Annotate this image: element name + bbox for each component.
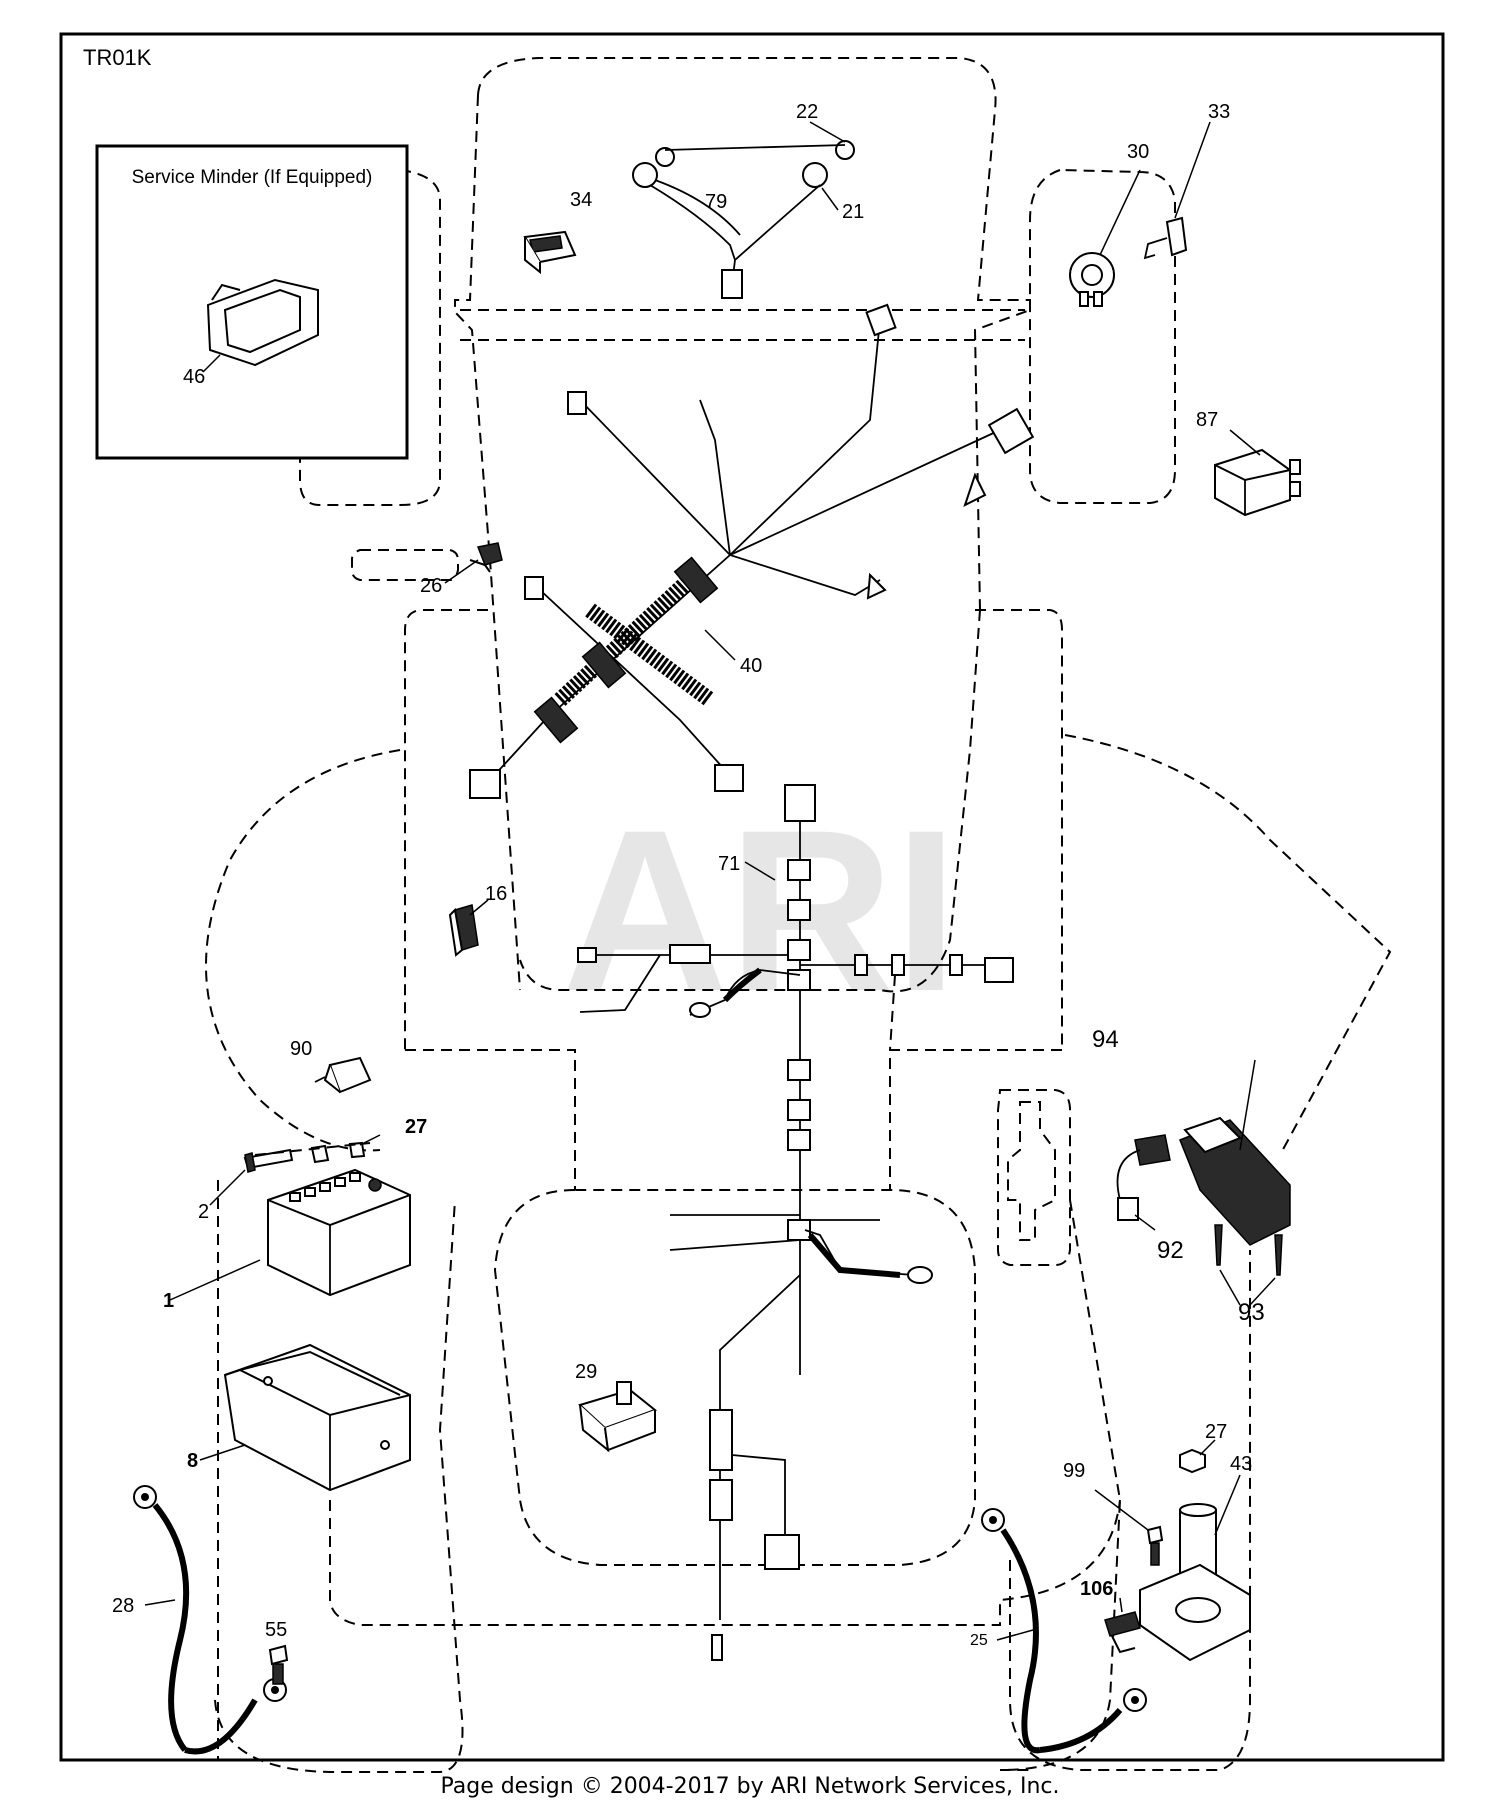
watermark: ARI [562,782,958,1039]
hood-bottom [519,609,981,993]
right-side-panel [1029,168,1176,504]
copyright-footer: Page design © 2004-2017 by ARI Network S… [440,1774,1060,1799]
headlight-bulb-left [655,147,675,167]
mid-left-line [405,1049,576,1190]
callout-71: 71 [718,853,740,875]
callout-94: 94 [1092,1026,1119,1053]
bolt-55: 55 [265,1619,289,1685]
mid-right-drop [889,974,896,1051]
callout-55: 55 [265,1619,287,1641]
service-minder-title: Service Minder (If Equipped) [132,167,373,188]
mid-right-line [889,1049,1062,1190]
battery-tray-8: 8 [187,1343,411,1492]
lower-frame [329,1499,1121,1626]
left-side-panel [299,169,441,506]
callout-43: 43 [1230,1453,1252,1475]
ground-cable-25: 25 [970,1508,1147,1754]
callout-106: 106 [1080,1578,1113,1600]
headlight-connector [721,269,743,299]
callout-90: 90 [290,1038,312,1060]
relay-87: 87 [1196,409,1301,517]
switch-34: 34 [523,189,592,275]
component-90: 90 [290,1038,372,1094]
main-harness-40: 40 [469,303,1035,799]
nut-27b: 27 [1179,1421,1227,1474]
callout-25: 25 [970,1632,988,1649]
solenoid-43: 43 [1139,1453,1252,1662]
callout-29: 29 [575,1361,597,1383]
clip-106: 106 [1080,1578,1141,1654]
left-body [404,609,488,1050]
callout-1: 1 [163,1290,174,1312]
shift-gate-outline [997,1089,1071,1266]
right-lower-wheel-upper [999,1199,1122,1771]
bolt-99: 99 [1063,1460,1164,1566]
headlight-harness: 22 79 21 [632,101,864,299]
right-rear-wheel [1064,734,1392,1156]
service-minder-module [206,278,319,367]
callout-30: 30 [1127,141,1149,163]
left-rear-wheel [205,749,401,1152]
ignition-switch: 30 [1069,141,1149,307]
ignition-key: 33 [1143,101,1230,260]
seat-area [493,1189,976,1566]
connector-92: 92 [1116,1134,1184,1264]
harness-71: 71 [577,784,1014,1661]
battery-hardware: 27 2 [198,1116,427,1223]
service-minder-box: Service Minder (If Equipped) 46 [95,144,409,460]
callout-93: 93 [1238,1299,1265,1326]
tractor-outline [205,57,1392,1773]
callout-26: 26 [420,575,442,597]
switch-29: 29 [575,1361,658,1453]
callout-34: 34 [570,189,592,211]
callout-79: 79 [705,191,727,213]
callout-27a: 27 [405,1116,427,1138]
diagram-code: TR01K [83,45,152,70]
callout-21: 21 [842,201,864,223]
callout-16: 16 [485,883,507,905]
battery-1: 1 [163,1168,411,1312]
headlight-bulb-right [835,140,855,160]
callout-8: 8 [187,1450,198,1472]
callout-33: 33 [1208,101,1230,123]
battery-cable-28: 28 [112,1485,287,1755]
outer-frame [59,32,1445,1762]
module-94: 94 [1092,1026,1291,1246]
callout-27b: 27 [1205,1421,1227,1443]
hood-left-edge [454,94,521,991]
callout-87: 87 [1196,409,1218,431]
screws-93: 93 [1214,1224,1283,1326]
callout-40: 40 [740,655,762,677]
callout-2: 2 [198,1201,209,1223]
hood-outline [477,57,1031,611]
fuse-holder-26: 26 [420,542,503,597]
component-16: 16 [448,883,507,957]
right-lower-wheel [1009,1250,1251,1771]
shift-gate-slot [1007,1101,1056,1241]
callout-46: 46 [183,366,205,388]
right-body [975,609,1063,1050]
callout-28: 28 [112,1595,134,1617]
callout-99: 99 [1063,1460,1085,1482]
callout-22: 22 [796,101,818,123]
callout-92: 92 [1157,1237,1184,1264]
